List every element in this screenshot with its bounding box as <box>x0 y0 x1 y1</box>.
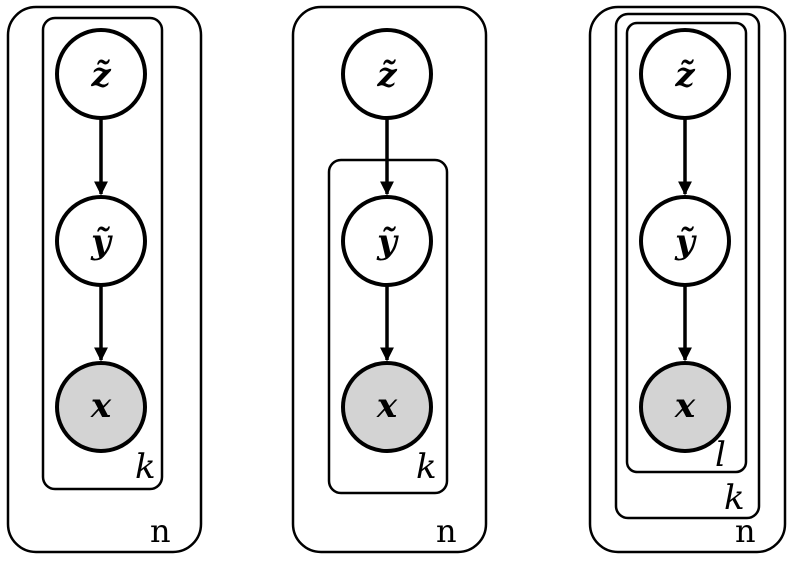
node-z <box>55 28 147 120</box>
node-z-label: z̃ <box>674 55 695 95</box>
model-1: z̃ ỹ x k n <box>6 5 203 554</box>
node-y <box>639 195 731 287</box>
model-3: z̃ ỹ x l k n <box>588 5 787 554</box>
plate-outer-n <box>6 5 203 554</box>
node-y-label: ỹ <box>674 222 697 262</box>
node-x-label: x <box>674 386 696 426</box>
plate-innermost-l <box>625 21 748 474</box>
plate-outer-label: n <box>436 512 457 550</box>
plate-outer-n <box>588 5 787 554</box>
node-x <box>341 361 433 453</box>
node-z-label: z̃ <box>376 55 397 95</box>
node-y-label: ỹ <box>90 222 113 262</box>
plate-inner-label: k <box>135 447 156 487</box>
node-z <box>341 28 433 120</box>
node-y <box>55 195 147 287</box>
plate-inner-k <box>614 12 761 520</box>
node-z-label: z̃ <box>90 55 111 95</box>
plate-outer-label: n <box>150 512 171 550</box>
plate-innermost-label: l <box>715 435 726 475</box>
plate-inner-label: k <box>416 447 437 487</box>
plate-inner-label: k <box>724 478 745 518</box>
node-x <box>55 361 147 453</box>
node-y <box>341 195 433 287</box>
model-2: z̃ ỹ x k n <box>291 5 488 554</box>
node-x <box>639 361 731 453</box>
plate-outer-n <box>291 5 488 554</box>
node-x-label: x <box>376 386 398 426</box>
plate-outer-label: n <box>735 512 756 550</box>
node-z <box>639 28 731 120</box>
plate-inner-k <box>41 16 164 491</box>
node-y-label: ỹ <box>376 222 399 262</box>
node-x-label: x <box>90 386 112 426</box>
